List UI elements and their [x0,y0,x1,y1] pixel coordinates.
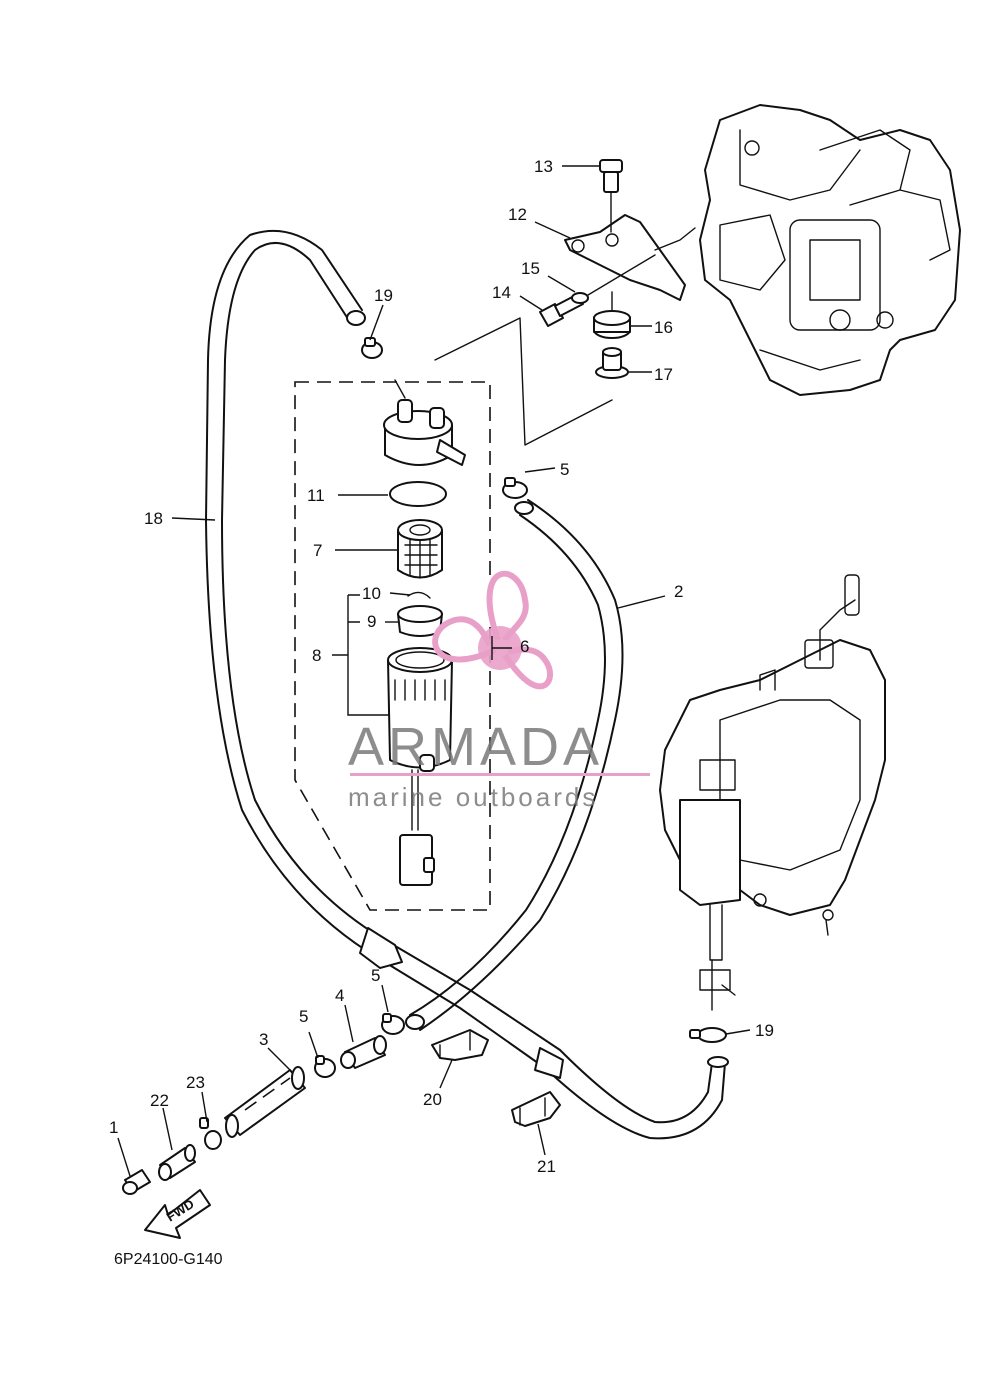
callout-5-top: 5 [560,460,569,479]
grommet-16 [593,291,631,339]
cup-8 [387,647,453,886]
callout-9: 9 [367,612,376,631]
bolt-14 [539,254,656,327]
callout-3: 3 [259,1030,268,1049]
engine-block-mid [659,574,886,1011]
callout-13: 13 [534,157,553,176]
hose-18 [205,229,729,1140]
callout-8: 8 [312,646,321,665]
watermark-rule [350,773,650,776]
clip-10 [407,591,431,599]
holder-21 [511,1091,561,1127]
callout-19-low: 19 [755,1021,774,1040]
watermark-title: ARMADA [348,717,603,777]
filter-head [383,379,466,466]
bracket-12 [564,214,696,301]
washer-15 [571,292,589,304]
callout-15: 15 [521,259,540,278]
callouts: 13 12 15 14 16 17 19 5 11 18 7 2 10 9 6 … [109,157,774,1176]
clamp-19-top [361,337,383,359]
callout-14: 14 [492,283,511,302]
clamp-5-top [502,477,528,499]
callout-20: 20 [423,1090,442,1109]
callout-4: 4 [335,986,344,1005]
callout-12: 12 [508,205,527,224]
callout-5-low: 5 [299,1007,308,1026]
leader-lines [117,165,751,1177]
callout-22: 22 [150,1091,169,1110]
holder-20 [431,1029,489,1061]
fwd-arrow: FWD [144,1189,211,1239]
callout-17: 17 [654,365,673,384]
float-9 [397,605,443,637]
callout-16: 16 [654,318,673,337]
collar-17 [595,347,629,379]
callout-19-top: 19 [374,286,393,305]
callout-6: 6 [520,637,529,656]
clamp-5-mid [381,1013,405,1035]
joint-22 [158,1144,196,1181]
clamp-23 [199,1117,222,1150]
plug-1 [122,1169,151,1195]
o-ring-11 [389,481,447,507]
clamp-19-low [689,1027,727,1043]
joint-4 [340,1035,387,1069]
bracket-guide-line [434,317,613,446]
callout-10: 10 [362,584,381,603]
callout-2: 2 [674,582,683,601]
callout-5-mid: 5 [371,966,380,985]
hose-2 [405,499,624,1031]
element-7 [397,519,443,579]
diagram-code: 6P24100-G140 [114,1251,223,1268]
callout-21: 21 [537,1157,556,1176]
callout-7: 7 [313,541,322,560]
clamp-5-low [314,1055,336,1078]
filter-group-outline [294,381,491,911]
watermark-subtitle: marine outboards [348,782,598,812]
callout-1: 1 [109,1118,118,1137]
watermark: ARMADA marine outboards [348,570,650,812]
callout-18: 18 [144,509,163,528]
hose-3 [224,1066,306,1138]
engine-block-top [699,104,961,396]
propeller-logo [432,570,553,690]
callout-11: 11 [307,486,325,505]
callout-23: 23 [186,1073,205,1092]
